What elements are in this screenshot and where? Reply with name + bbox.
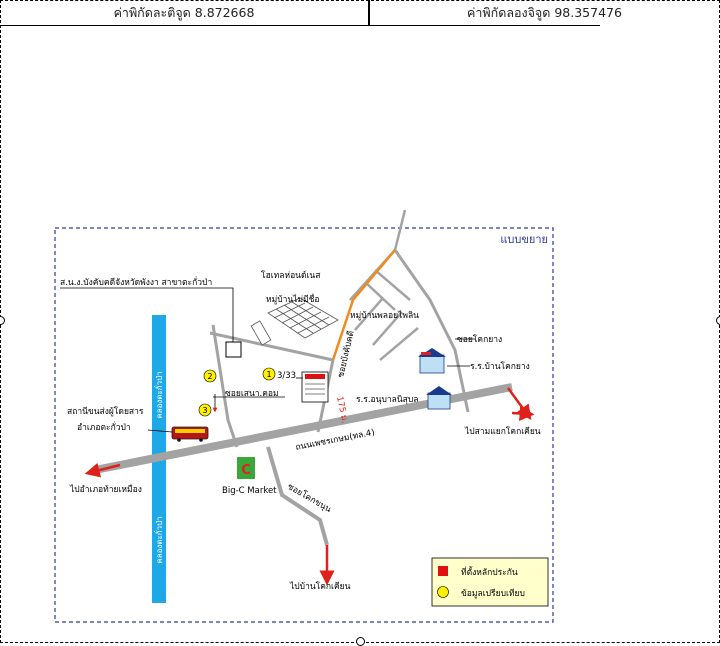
canal-label-bottom: คลองตะกั่วป่า (153, 516, 164, 563)
label-house-no: 3/33 (277, 371, 296, 381)
legend-comparable-label: ข้อมูลเปรียบเทียบ (461, 588, 525, 599)
label-soi-senacom: ซอยเสนา.คอม (225, 389, 279, 399)
label-soi-khokkhanun: ซอยโคกขนุน (286, 481, 334, 515)
label-village-unnamed: หมู่บ้านไม่มีชื่อ (266, 293, 320, 305)
map-title: แบบขยาย (500, 233, 548, 246)
bus-icon (171, 426, 209, 442)
label-court: ส.น.ง.บังคับคดีจังหวัดพังงา สาขาตะกั่วป่… (60, 276, 212, 288)
header-separator (368, 0, 370, 26)
arrow-to-sam-yaek (506, 387, 532, 421)
coordinate-header: ค่าพิกัดละติจูด 8.872668 ค่าพิกัดลองจิจู… (0, 0, 720, 26)
label-hotel: โฮเทลห่อนด์เนส (261, 270, 321, 281)
village-grid (250, 297, 339, 346)
bus-leader-line (147, 429, 173, 433)
svg-text:3: 3 (202, 406, 207, 415)
collateral-building (301, 371, 329, 403)
marker-2: 2 (203, 369, 217, 383)
svg-text:C: C (241, 463, 251, 478)
label-bus-station-2: อำเภอตะกั่วป่า (77, 421, 131, 433)
resize-handle-left[interactable] (0, 316, 5, 325)
marker-3: 3 (198, 403, 212, 417)
label-village-lonphalin: หมู่บ้านพลอยไพลิน (350, 310, 419, 321)
label-to-thai-mueang: ไปอำเภอท้ายเหมือง (69, 484, 142, 495)
label-bus-station-1: สถานีขนส่งผู้โดยสาร (67, 406, 144, 417)
map-legend: ที่ตั้งหลักประกัน ข้อมูลเปรียบเทียบ (431, 557, 549, 607)
court-leader-line (60, 287, 234, 342)
canal-label-top: คลองตะกั่วป่า (153, 371, 164, 418)
label-to-sam-yaek: ไปสามแยกโคกเคียน (464, 426, 541, 437)
resize-handle-right[interactable] (716, 316, 720, 325)
legend-collateral-label: ที่ตั้งหลักประกัน (461, 566, 518, 578)
label-soi-bangkhab: ซอยบังคับคดี (335, 330, 356, 379)
court-building (225, 341, 242, 358)
label-school-anuban: ร.ร.อนุบาลนิสุบล (356, 395, 418, 405)
header-divider (0, 25, 600, 26)
latitude-label: ค่าพิกัดละติจูด 8.872668 (113, 5, 255, 20)
label-soi-khokyang: ซอยโคกยาง (457, 334, 502, 345)
soi-bangkhab-highlight (331, 249, 396, 361)
legend-comparable-swatch (437, 586, 449, 598)
longitude-label: ค่าพิกัดลองจิจูด 98.357476 (467, 5, 622, 20)
svg-text:2: 2 (207, 372, 212, 381)
legend-collateral-swatch (438, 566, 448, 576)
marker-1: 1 (262, 367, 276, 381)
bigc-logo-icon: C (237, 457, 255, 479)
label-to-ban-khokkian: ไปบ้านโคกเคียน (289, 581, 351, 592)
label-bigc: Big-C Market (222, 486, 277, 496)
svg-text:1: 1 (266, 370, 271, 379)
label-school-khokyang: ร.ร.บ้านโคกยาง (470, 361, 530, 372)
school-khokyang-icon (418, 348, 446, 374)
arrow-to-thai-mueang (84, 462, 121, 478)
school-anuban-icon (426, 386, 452, 410)
map-border (54, 227, 554, 623)
arrow-east (511, 406, 535, 421)
